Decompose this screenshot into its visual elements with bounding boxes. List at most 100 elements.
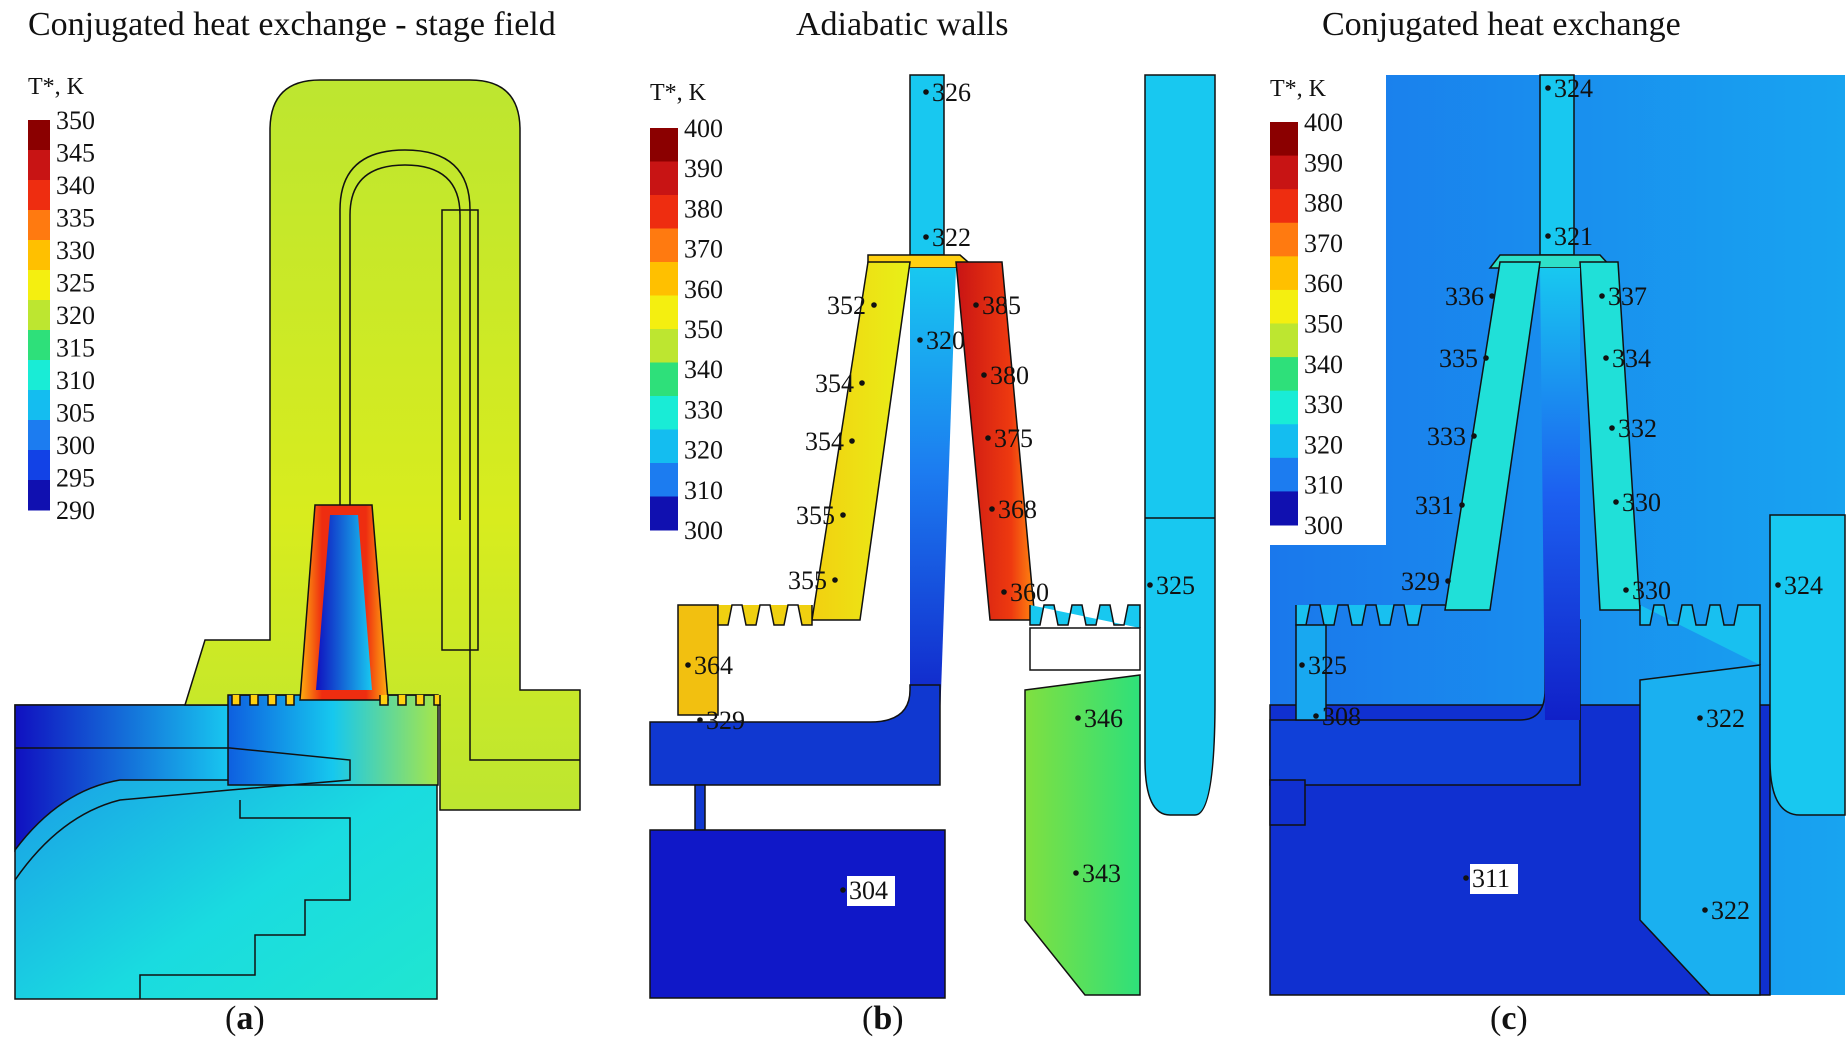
legend-tick-label: 390: [1304, 148, 1343, 177]
probe-point: 334: [1603, 344, 1651, 373]
probe-point: 308: [1313, 702, 1361, 731]
panel-c-left-platform: [1295, 624, 1327, 721]
panel-c-title: Conjugated heat exchange: [1322, 6, 1681, 43]
legend-swatch: [650, 195, 678, 229]
panel-b-lower-block: [649, 829, 946, 999]
probe-point: 333: [1427, 422, 1477, 451]
legend-swatch: [1270, 357, 1298, 392]
probe-point: 354: [805, 427, 855, 456]
panel-c-label: (c): [1490, 1000, 1528, 1037]
probe-point: 337: [1599, 282, 1647, 311]
legend-swatch: [650, 463, 678, 497]
panel-c-stator: [1639, 664, 1761, 996]
probe-dot: [1001, 589, 1007, 595]
panel-c-letter: c: [1501, 1000, 1517, 1037]
probe-dot: [973, 302, 979, 308]
probe-point: 329: [697, 706, 745, 735]
probe-value: 337: [1608, 282, 1647, 311]
legend-swatch: [28, 480, 50, 511]
probe-dot: [1471, 433, 1477, 439]
probe-value: 304: [849, 876, 888, 905]
probe-dot: [923, 89, 929, 95]
probe-value: 368: [998, 495, 1037, 524]
probe-point: 343: [1073, 859, 1121, 888]
legend-tick-label: 400: [684, 114, 723, 143]
probe-value: 385: [982, 291, 1021, 320]
panel-a-casing-loop: [339, 149, 580, 761]
panel-a-step-boundary: [139, 800, 351, 999]
panel-c-right-teeth: [1639, 604, 1761, 665]
probe-dot: [697, 717, 703, 723]
legend-tick-label: 350: [684, 315, 723, 344]
panel-b-title: Adiabatic walls: [796, 6, 1009, 43]
legend-tick-label: 325: [56, 269, 95, 298]
panel-b-left-teeth: [717, 604, 813, 626]
panel-c-right-casing: [1769, 514, 1846, 816]
probe-dot: [1313, 713, 1319, 719]
panel-a-title: Conjugated heat exchange - stage field: [28, 6, 556, 43]
legend-tick-label: 350: [56, 106, 95, 135]
legend-swatch: [28, 300, 50, 331]
panel-a-seal-teeth-right: [379, 694, 441, 706]
probe-value: 325: [1156, 571, 1195, 600]
probe-dot: [1545, 233, 1551, 239]
probe-dot: [1075, 715, 1081, 721]
probe-dot: [1463, 875, 1469, 881]
legend-swatch: [1270, 323, 1298, 358]
legend-swatch: [1270, 122, 1298, 157]
panel-a-geometry: [14, 79, 581, 1000]
probe-point: 385: [973, 291, 1021, 320]
probe-dot: [1489, 293, 1495, 299]
probe-value: 355: [796, 501, 835, 530]
probe-value: 380: [990, 361, 1029, 390]
panel-a-casing: [183, 79, 581, 811]
probe-dot: [985, 435, 991, 441]
panel-c-stem: [1539, 74, 1575, 256]
legend-swatch: [650, 262, 678, 296]
probe-value: 354: [805, 427, 844, 456]
probe-point: 355: [796, 501, 846, 530]
legend-swatch: [28, 390, 50, 421]
probe-dot: [1775, 582, 1781, 588]
probe-value: 322: [1711, 896, 1750, 925]
panel-c-left-teeth: [1295, 604, 1445, 626]
panel-b-letter: b: [873, 1000, 893, 1037]
probe-point: 332: [1609, 414, 1657, 443]
panel-a-blade-core: [316, 515, 372, 690]
panel-a-disk-hub: [227, 694, 439, 786]
legend-tick-label: 320: [684, 436, 723, 465]
legend-swatch: [1270, 289, 1298, 324]
probe-value: 332: [1618, 414, 1657, 443]
probe-value: 343: [1082, 859, 1121, 888]
legend-swatch: [28, 150, 50, 181]
probe-value: 329: [1401, 567, 1440, 596]
legend-tick-label: 300: [684, 516, 723, 545]
legend-swatch: [650, 161, 678, 196]
probe-point: 331: [1415, 491, 1465, 520]
probe-value: 324: [1784, 571, 1823, 600]
probe-value: 334: [1612, 344, 1651, 373]
legend-swatch: [28, 450, 50, 481]
probe-point: 326: [923, 78, 971, 107]
probe-value: 355: [788, 566, 827, 595]
probe-point: 335: [1439, 344, 1489, 373]
panel-b-stator: [1024, 674, 1141, 996]
probe-dot: [1459, 502, 1465, 508]
probe-dot: [1147, 582, 1153, 588]
probe-point: 368: [989, 495, 1037, 524]
probe-point: 364: [685, 651, 733, 680]
legend-tick-label: 290: [56, 496, 95, 525]
probe-dot: [923, 234, 929, 240]
legend-tick-label: 310: [1304, 471, 1343, 500]
probe-value: 336: [1445, 282, 1484, 311]
probe-value-box: [847, 876, 895, 906]
legend-tick-label: 390: [684, 154, 723, 183]
legend-tick-label: 330: [684, 395, 723, 424]
legend-tick-label: 330: [56, 236, 95, 265]
probe-point: 322: [923, 223, 971, 252]
legend-tick-label: 320: [1304, 430, 1343, 459]
panel-a-letter: a: [236, 1000, 254, 1037]
probe-value: 346: [1084, 704, 1123, 733]
